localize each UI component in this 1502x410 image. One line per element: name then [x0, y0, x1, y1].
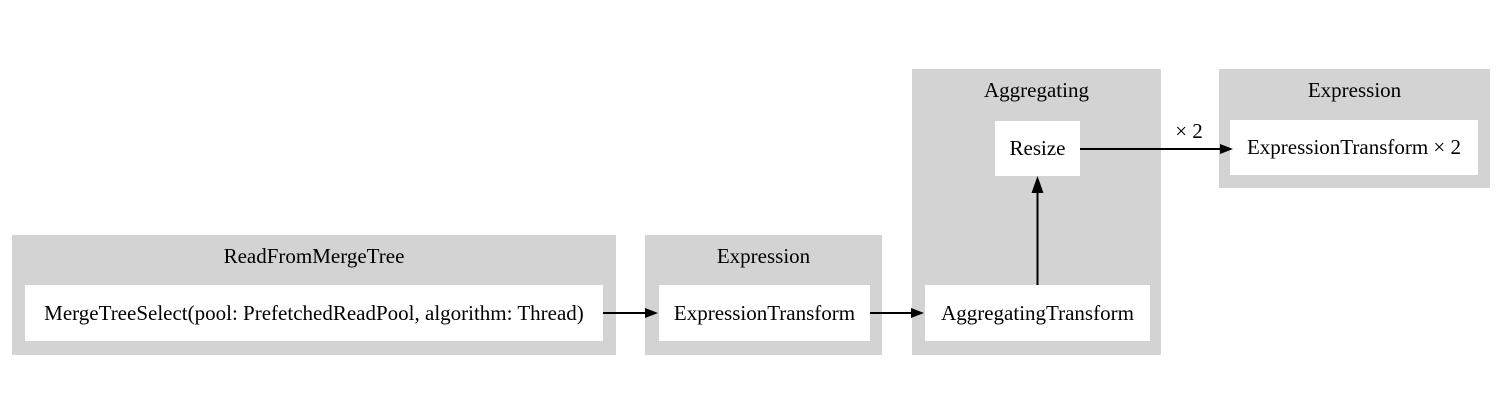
cluster-title-expression-2: Expression	[1307, 78, 1402, 102]
edge-label-x2: × 2	[1175, 119, 1203, 143]
node-expressiontransform: ExpressionTransform	[659, 285, 870, 341]
node-aggregatingtransform: AggregatingTransform	[925, 285, 1150, 341]
node-mergetreeselect: MergeTreeSelect(pool: PrefetchedReadPool…	[25, 285, 603, 341]
cluster-title-expression-1: Expression	[716, 244, 811, 268]
cluster-title-aggregating: Aggregating	[984, 78, 1089, 102]
node-expressiontransform-x2: ExpressionTransform × 2	[1230, 120, 1478, 175]
cluster-title-readfrommergetree: ReadFromMergeTree	[223, 244, 405, 268]
node-resize: Resize	[995, 121, 1080, 176]
